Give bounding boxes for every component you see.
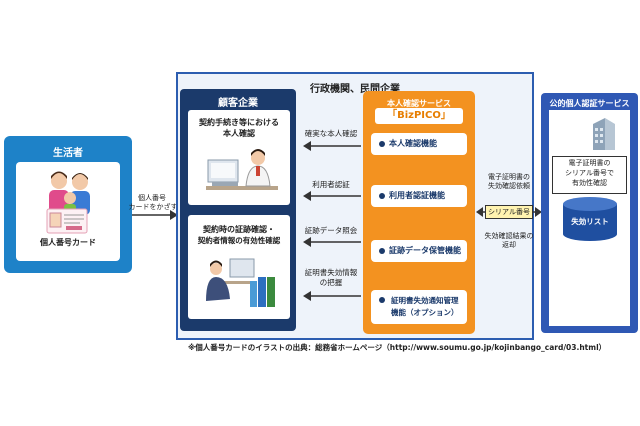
revocation-list-label: 失効リスト xyxy=(571,217,609,226)
mynumber-card-icon xyxy=(46,208,88,234)
citizen-arrow-label-1: 個人番号 xyxy=(138,194,166,202)
validity-check-note: 電子証明書の シリアル番号で 有効性確認 xyxy=(552,156,627,194)
bizpico-name: 「BizPICO」 xyxy=(375,108,463,124)
bullet-dot xyxy=(379,192,385,199)
citizen-arrow-label-2: カードをかざす xyxy=(128,203,178,211)
customer-company-title: 顧客企業 xyxy=(218,98,258,109)
contract-verification-line1: 契約手続き等における xyxy=(199,118,279,127)
validity-note-line1: 電子証明書の xyxy=(568,159,611,167)
exchange-request-line1: 電子証明書の xyxy=(488,173,530,181)
contract-verification-box: 契約手続き等における 本人確認 xyxy=(188,110,290,205)
function-user-auth-label: 利用者認証機能 xyxy=(389,191,445,200)
validity-note-line2: シリアル番号で xyxy=(565,169,614,177)
public-auth-service-title: 公的個人認証サービス xyxy=(549,99,630,108)
citizen-inner-box: 個人番号カード xyxy=(16,162,120,261)
arrow-identity-check xyxy=(303,141,361,151)
citizen-to-org-arrow xyxy=(132,210,178,220)
function-user-auth: 利用者認証機能 xyxy=(371,185,467,207)
contract-verification-line2: 本人確認 xyxy=(223,129,255,138)
function-revocation-notify-line1: 証明書失効通知管理 xyxy=(391,296,459,305)
bullet-dot xyxy=(379,247,385,254)
exchange-request-line2: 失効確認依頼 xyxy=(488,182,530,190)
mynumber-card-label: 個人番号カード xyxy=(40,238,96,247)
exchange-result-line1: 失効確認結果の xyxy=(484,232,534,240)
revocation-list-database-icon xyxy=(563,197,617,241)
building-icon xyxy=(593,118,615,150)
arrow-user-auth xyxy=(303,191,361,201)
bullet-dot xyxy=(379,140,385,147)
function-revocation-notify-line2: 機能（オプション） xyxy=(391,308,459,317)
label-revocation-info-2: の把握 xyxy=(319,278,343,287)
label-revocation-info-1: 証明書失効情報 xyxy=(304,268,358,277)
records-check-icon xyxy=(206,258,275,307)
bullet-dot xyxy=(379,297,385,303)
contract-evidence-line2: 契約者情報の有効性確認 xyxy=(197,236,281,245)
label-user-auth: 利用者認証 xyxy=(312,180,350,189)
function-identity-check: 本人確認機能 xyxy=(371,133,467,155)
serial-number-tag: シリアル番号 xyxy=(485,205,533,219)
office-worker-icon xyxy=(206,149,278,190)
contract-evidence-box: 契約時の証跡確認・ 契約者情報の有効性確認 xyxy=(188,215,290,319)
bizpico-subtitle: 本人確認サービス xyxy=(387,99,451,108)
citizen-title: 生活者 xyxy=(53,148,83,159)
footnote: ※個人番号カードのイラストの出典：総務省ホームページ（http://www.so… xyxy=(188,343,607,352)
function-evidence-storage-label: 証跡データ保管機能 xyxy=(389,246,461,255)
exchange-result-line2: 返却 xyxy=(502,241,516,249)
organization-title: 行政機関、民間企業 xyxy=(310,84,400,95)
label-identity-check: 確実な本人確認 xyxy=(304,129,358,138)
public-auth-service-inner: 電子証明書の シリアル番号で 有効性確認 失効リスト xyxy=(549,110,630,326)
function-revocation-notify: 証明書失効通知管理 機能（オプション） xyxy=(371,290,467,324)
contract-evidence-line1: 契約時の証跡確認・ xyxy=(203,225,275,234)
function-identity-check-label: 本人確認機能 xyxy=(389,139,437,148)
function-evidence-storage: 証跡データ保管機能 xyxy=(371,240,467,262)
label-evidence-query: 証跡データ照会 xyxy=(304,226,358,235)
arrow-evidence-query xyxy=(303,237,361,247)
validity-note-line3: 有効性確認 xyxy=(572,179,607,187)
arrow-revocation-info xyxy=(303,291,361,301)
